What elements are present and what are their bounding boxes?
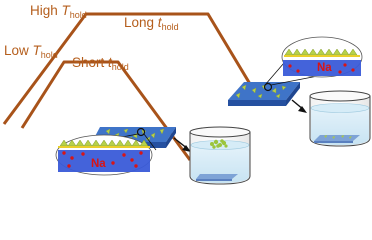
hold-subscript: hold	[40, 50, 58, 60]
high-temperature-long-hold-curve	[2, 12, 264, 125]
zoom-focus-circle	[136, 127, 146, 137]
beaker-flakes-released	[189, 126, 251, 185]
beaker-flakes-retained	[309, 90, 371, 147]
t-lower-symbol: t	[108, 55, 112, 70]
low-temperature-label: Low Thold	[4, 44, 58, 60]
substrate-high-temperature	[228, 82, 300, 106]
high-prefix: High	[30, 3, 62, 18]
sodium-label-left: Na	[91, 158, 106, 170]
hold-subscript: hold	[161, 22, 179, 32]
hold-subscript: hold	[111, 62, 129, 72]
sodium-label-right: Na	[317, 62, 332, 74]
t-symbol: T	[61, 3, 70, 18]
low-temperature-short-hold-curve	[20, 60, 192, 161]
long-hold-label: Long thold	[124, 16, 179, 32]
long-prefix: Long	[124, 15, 158, 30]
short-prefix: Short	[72, 55, 109, 70]
zoom-focus-circle	[263, 82, 273, 92]
transfer-arrow-left	[173, 137, 191, 152]
synthesis-schematic	[2, 12, 371, 185]
zoom-bubble-high-temperature	[264, 36, 363, 86]
zoom-bubble-low-temperature	[55, 133, 157, 176]
short-hold-label: Short thold	[72, 56, 129, 72]
t-lower-symbol: t	[157, 15, 162, 30]
high-temperature-label: High Thold	[30, 4, 87, 20]
t-symbol: T	[32, 43, 41, 58]
hold-subscript: hold	[69, 10, 87, 20]
transfer-arrow-right	[291, 99, 307, 113]
low-prefix: Low	[4, 43, 33, 58]
